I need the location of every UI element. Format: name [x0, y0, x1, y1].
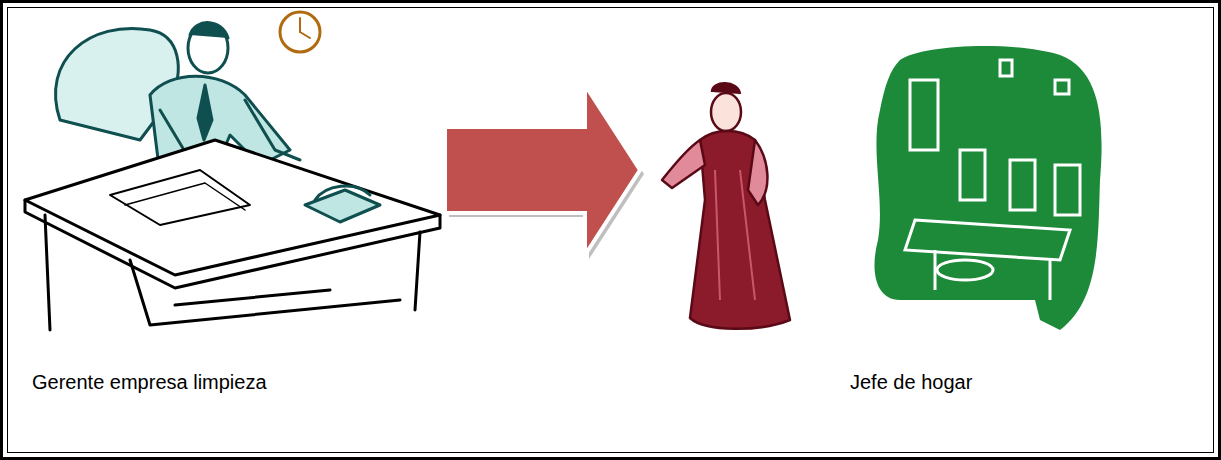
manager-clipart — [25, 12, 440, 330]
illustrated-node: Gerente empresa limpieza — [25, 20, 445, 420]
arrow-body — [445, 85, 640, 255]
room-clipart — [874, 46, 1101, 330]
illustrated-node: Jefe de hogar — [640, 20, 1180, 420]
woman-clipart — [662, 83, 790, 329]
caption-text: Gerente empresa limpieza — [32, 370, 267, 394]
block-arrow — [445, 85, 644, 259]
caption-text: Jefe de hogar — [850, 370, 972, 394]
